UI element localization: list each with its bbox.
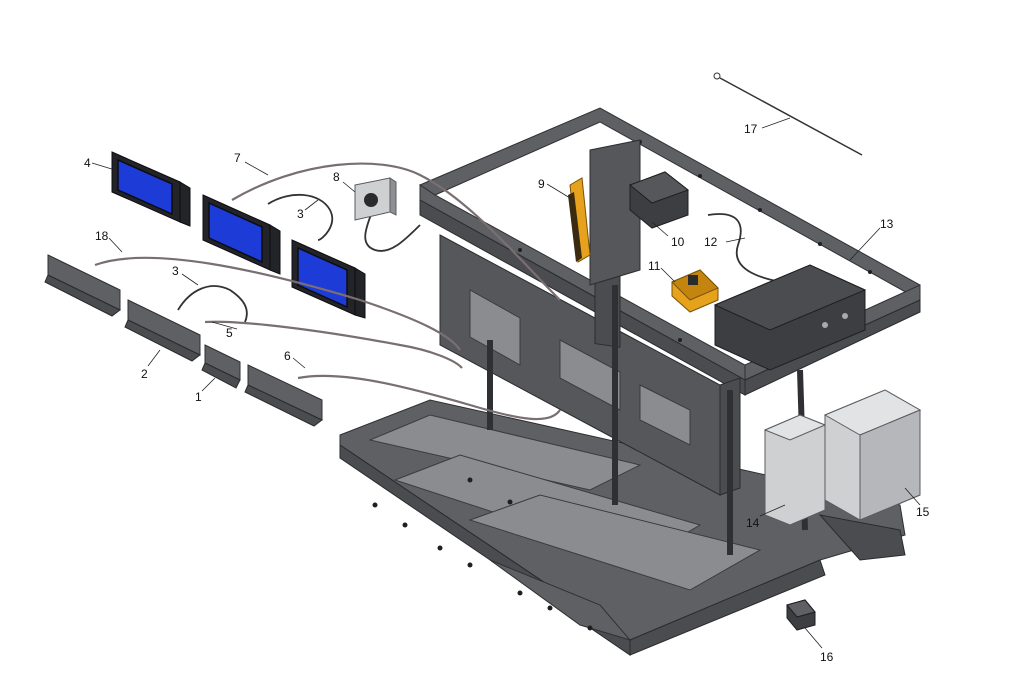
base-frame-holes [372, 477, 593, 631]
center-panel [439, 139, 808, 555]
callout-8: 8 [333, 170, 340, 184]
display-4a [111, 151, 191, 227]
callout-9: 9 [538, 177, 545, 191]
callout-10: 10 [671, 235, 685, 249]
cable-18 [94, 256, 461, 351]
callout-2: 2 [141, 367, 148, 381]
callout-13: 13 [880, 217, 894, 231]
cable-3b [177, 285, 248, 323]
callout-18: 18 [95, 229, 109, 243]
display-units [111, 151, 366, 319]
callout-5: 5 [226, 326, 233, 340]
cable-8-wire [364, 211, 421, 252]
antenna-17 [713, 72, 863, 156]
callout-3a: 3 [297, 207, 304, 221]
button-panels [44, 254, 323, 427]
cable-5 [204, 320, 463, 369]
cable-7 [231, 162, 561, 301]
enclosure-15 [823, 389, 922, 521]
module-10 [629, 171, 690, 229]
leader-lines [91, 117, 921, 649]
cable-3a [267, 193, 333, 241]
relay-16 [786, 599, 816, 631]
control-box-13 [713, 264, 867, 371]
callout-3b: 3 [172, 264, 179, 278]
callout-11: 11 [648, 259, 661, 273]
callout-7: 7 [234, 151, 241, 165]
terminal-strip-9 [568, 177, 591, 263]
callout-6: 6 [284, 349, 291, 363]
callout-1: 1 [195, 390, 202, 404]
connector-block-1 [201, 344, 241, 389]
callout-4: 4 [84, 156, 91, 170]
callout-16: 16 [820, 650, 834, 664]
callout-15: 15 [916, 505, 930, 519]
component-11 [671, 269, 719, 313]
base-frame [339, 399, 906, 656]
callout-12: 12 [704, 235, 718, 249]
cable-6 [297, 374, 561, 421]
enclosure-14 [763, 414, 827, 526]
callout-17: 17 [744, 122, 758, 136]
callout-14: 14 [746, 516, 760, 530]
display-4b [202, 194, 281, 275]
callouts: 4 7 8 9 3 18 3 10 12 13 11 5 6 2 1 17 14… [84, 122, 930, 664]
rotary-switch-8 [354, 177, 397, 221]
display-4c [291, 239, 366, 319]
